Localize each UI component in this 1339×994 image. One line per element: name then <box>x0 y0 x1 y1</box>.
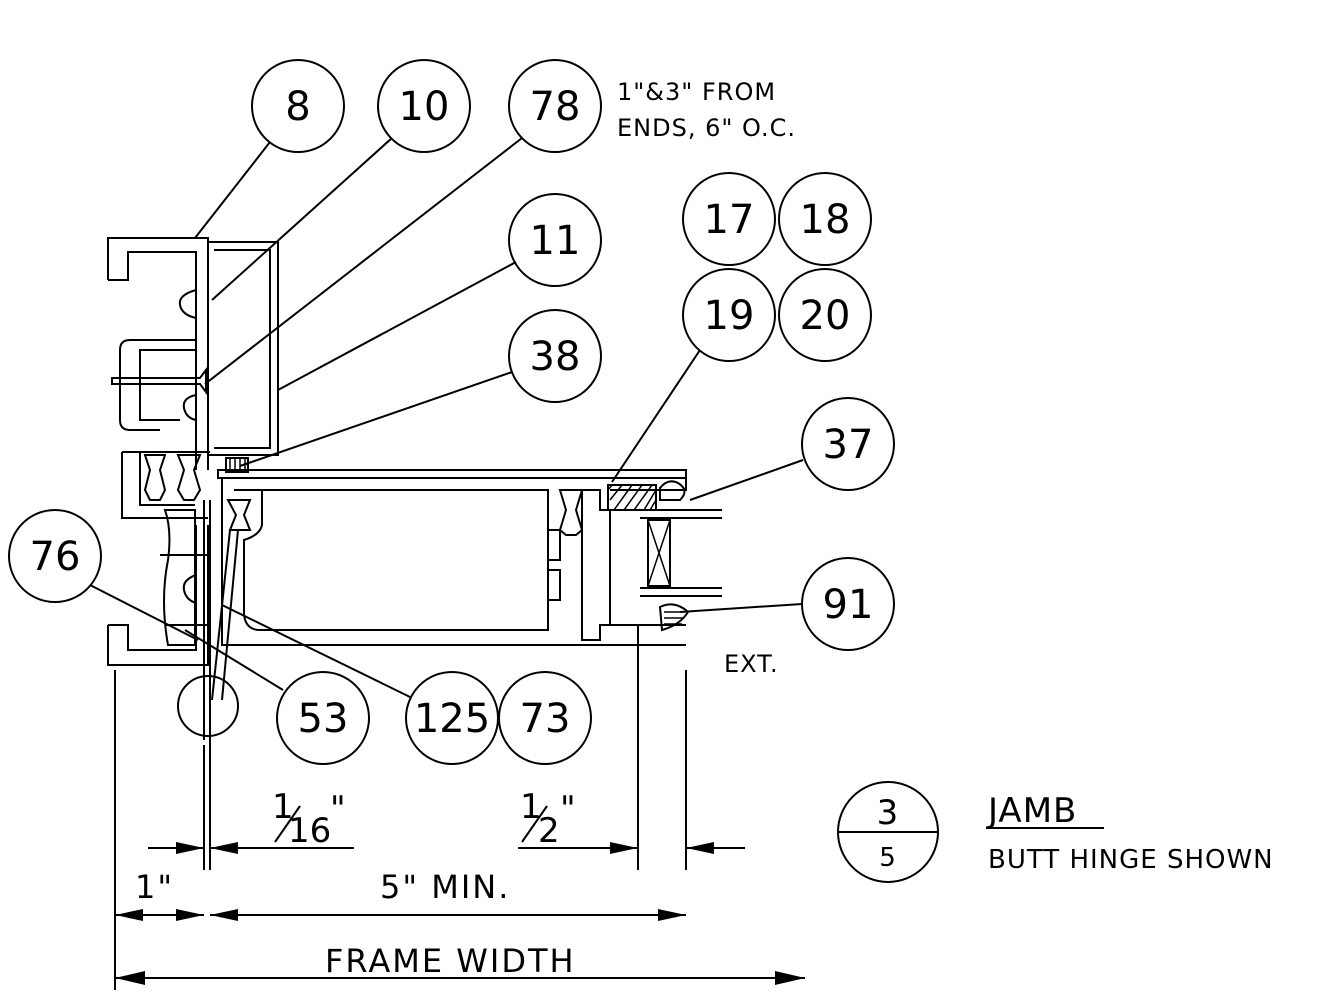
callout-38: 38 <box>239 309 602 467</box>
callout-label: 125 <box>414 696 490 742</box>
callout-label: 17 <box>704 197 755 243</box>
callout-73: 73 <box>498 671 592 765</box>
door-stile-profile <box>217 469 722 646</box>
callout-label: 19 <box>704 293 755 339</box>
callout-label: 20 <box>800 293 851 339</box>
dim-five-min-label: 5" MIN. <box>380 868 510 906</box>
callout-53: 53 <box>184 629 370 765</box>
anchor-note-line-1: 1"&3" FROM <box>617 78 776 106</box>
detail-sheet-number: 5 <box>879 843 897 873</box>
callout-8: 8 <box>194 59 345 239</box>
callout-17: 17 <box>682 172 776 266</box>
callout-10: 10 <box>211 59 471 301</box>
callout-91: 91 <box>679 557 895 651</box>
fraction-numerator: 1 <box>520 787 542 827</box>
callout-20: 20 <box>778 268 872 362</box>
callout-label: 18 <box>800 197 851 243</box>
detail-title: JAMB <box>986 791 1077 831</box>
dim-one-inch-label: 1" <box>135 868 174 906</box>
fraction-denominator: 16 <box>288 811 331 851</box>
inch-mark: " <box>560 789 576 829</box>
callout-label: 8 <box>285 84 310 130</box>
dim-half-label: 1 2 " <box>520 787 576 851</box>
callout-label: 76 <box>30 534 81 580</box>
callout-label: 91 <box>823 582 874 628</box>
dim-sixteenth-label: 1 16 " <box>272 787 346 851</box>
callout-37: 37 <box>689 397 895 501</box>
callout-125: 125 <box>221 604 499 765</box>
callout-label: 10 <box>399 84 450 130</box>
dimension-lines <box>114 625 805 990</box>
weatherstrip-pile <box>225 457 249 473</box>
fraction-denominator: 2 <box>538 811 560 851</box>
callout-76: 76 <box>8 509 199 641</box>
detail-subtitle: BUTT HINGE SHOWN <box>988 845 1274 875</box>
anchor-screw <box>111 367 207 395</box>
detail-number: 3 <box>877 793 900 833</box>
dim-frame-width-label: FRAME WIDTH <box>325 942 576 980</box>
callout-label: 11 <box>530 218 581 264</box>
fraction-numerator: 1 <box>272 787 294 827</box>
callout-label: 37 <box>823 422 874 468</box>
callout-19: 19 <box>611 268 776 483</box>
inch-mark: " <box>330 789 346 829</box>
exterior-label: EXT. <box>724 650 779 678</box>
anchor-note-line-2: ENDS, 6" O.C. <box>617 114 796 142</box>
callout-label: 78 <box>530 84 581 130</box>
callout-78: 78 <box>204 59 602 385</box>
callout-label: 53 <box>298 696 349 742</box>
callout-18: 18 <box>778 172 872 266</box>
callout-label: 73 <box>520 696 571 742</box>
callout-label: 38 <box>530 334 581 380</box>
butt-hinge <box>177 499 252 870</box>
detail-tag: 3 5 <box>837 781 939 883</box>
filler-tube <box>208 241 279 456</box>
callout-11: 11 <box>277 193 602 391</box>
